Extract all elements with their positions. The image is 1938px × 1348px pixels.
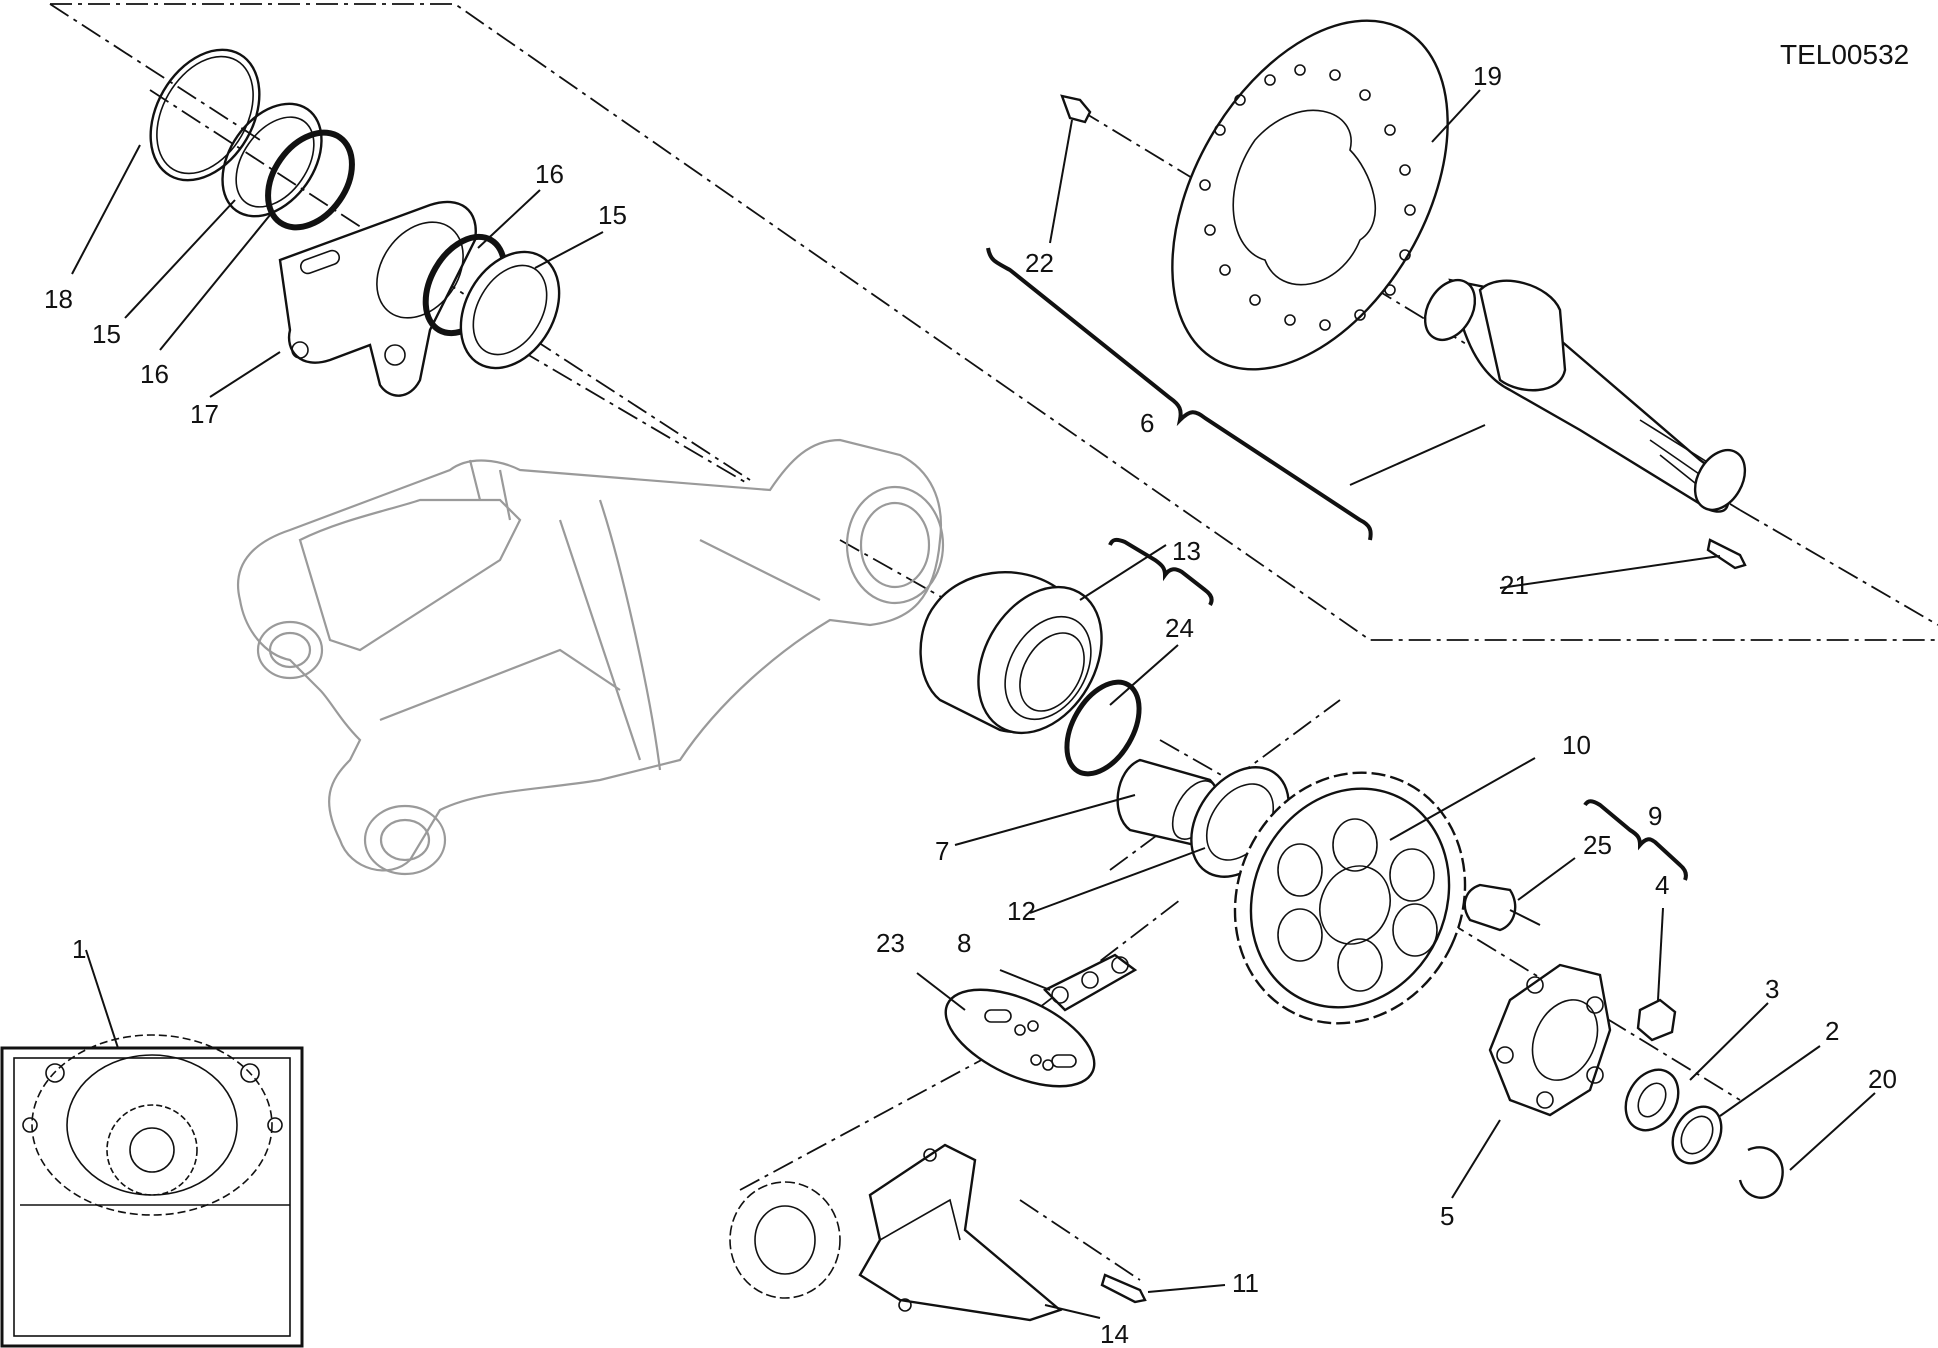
callout-4: 4 (1655, 870, 1669, 900)
brace-6 (986, 247, 1373, 541)
screw-11 (1100, 1273, 1147, 1304)
stud-25 (1463, 883, 1541, 932)
callout-10: 10 (1562, 730, 1591, 760)
brake-disc-19 (1171, 19, 1449, 371)
clip-20 (1738, 1146, 1784, 1199)
callout-18: 18 (44, 284, 73, 314)
front-sprocket-ghost (729, 1181, 841, 1299)
leader-lines (71, 89, 1876, 1319)
washer-3 (1624, 1068, 1680, 1132)
callout-15-right: 15 (598, 200, 627, 230)
brace-13 (1108, 537, 1214, 607)
inset-box-1 (0, 1034, 304, 1348)
ring-24 (1064, 679, 1142, 777)
callout-17: 17 (190, 399, 219, 429)
chain-kit-23 (944, 988, 1096, 1088)
callout-24: 24 (1165, 613, 1194, 643)
callout-13: 13 (1172, 536, 1201, 566)
rear-sprocket-10 (1233, 771, 1467, 1025)
caliper-bracket-17 (278, 200, 477, 397)
callout-8: 8 (957, 928, 971, 958)
callout-labels: 1 2 3 4 5 6 7 8 9 10 11 12 13 14 15 15 1… (44, 61, 1897, 1348)
callout-2: 2 (1825, 1016, 1839, 1046)
eccentric-hub-13 (919, 571, 1103, 735)
brace-9 (1583, 799, 1688, 881)
seal-15-left (221, 102, 323, 218)
oring-16-left (265, 129, 355, 231)
ring-nut-2 (1671, 1105, 1723, 1165)
callout-23: 23 (876, 928, 905, 958)
callout-22: 22 (1025, 248, 1054, 278)
seal-15-right (459, 250, 561, 370)
callout-25: 25 (1583, 830, 1612, 860)
screw-21 (1706, 538, 1747, 570)
callout-7: 7 (935, 836, 949, 866)
callout-1: 1 (72, 934, 86, 964)
callout-16-left: 16 (140, 359, 169, 389)
circlip-18 (149, 48, 261, 182)
callout-16-right: 16 (535, 159, 564, 189)
callout-9: 9 (1648, 801, 1662, 831)
chain-link-8 (1042, 953, 1138, 1012)
rear-axle-6 (1423, 278, 1747, 513)
callout-14: 14 (1100, 1319, 1129, 1348)
callout-6: 6 (1140, 408, 1154, 438)
callout-15-left: 15 (92, 319, 121, 349)
nipple-22 (1060, 94, 1092, 124)
swingarm-ghost (237, 438, 945, 876)
nut-4 (1636, 998, 1677, 1042)
callout-20: 20 (1868, 1064, 1897, 1094)
callout-21: 21 (1500, 570, 1529, 600)
sprocket-cover-14 (858, 1143, 1063, 1322)
flange-5 (1488, 963, 1612, 1117)
callout-11: 11 (1232, 1268, 1259, 1298)
callout-5: 5 (1440, 1201, 1454, 1231)
document-code: TEL00532 (1780, 39, 1909, 70)
callout-19: 19 (1473, 61, 1502, 91)
callout-3: 3 (1765, 974, 1779, 1004)
callout-12: 12 (1007, 896, 1036, 926)
